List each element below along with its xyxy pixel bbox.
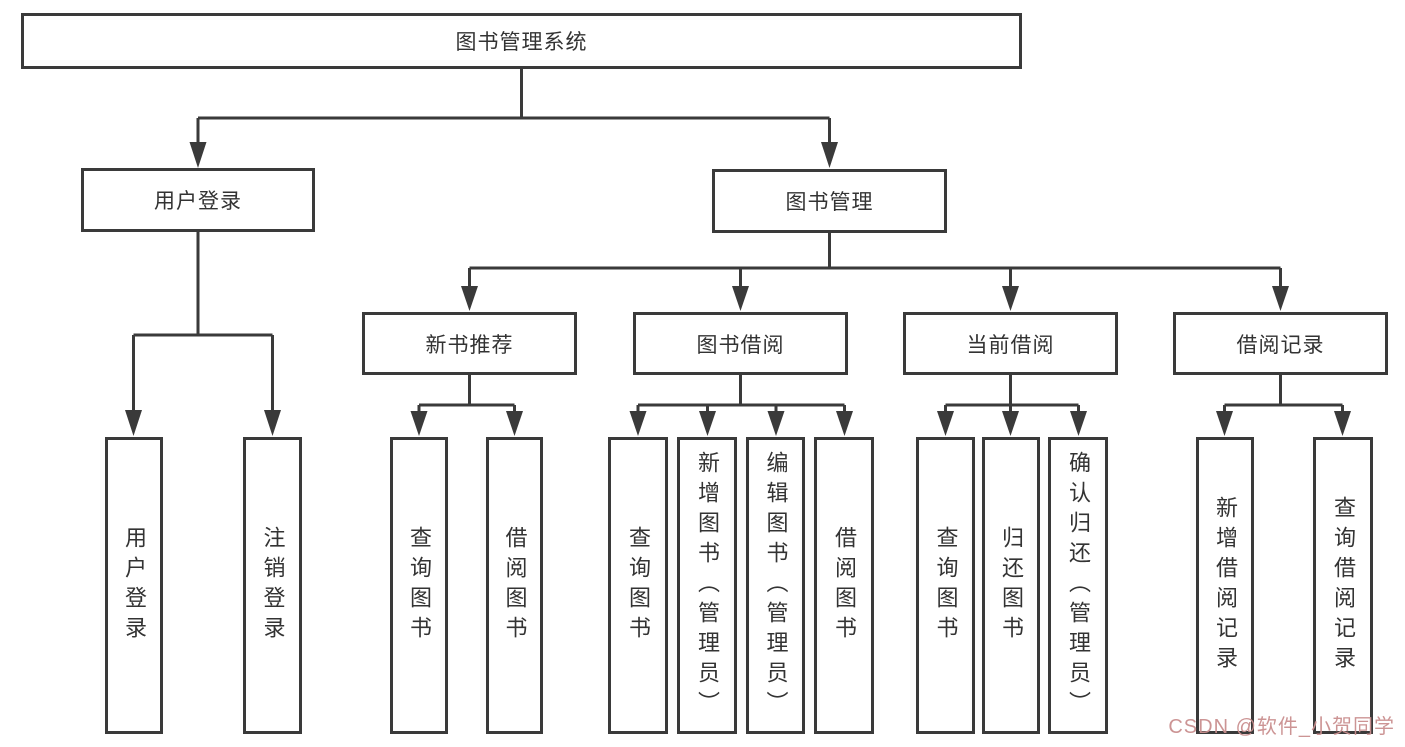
leaf-add-borrow-record: 新增借阅记录 (1196, 437, 1254, 734)
node-user-login: 用户登录 (81, 168, 315, 232)
node-book-borrow: 图书借阅 (633, 312, 848, 375)
leaf-return-book: 归还图书 (982, 437, 1040, 734)
leaf-query-book-3: 查询图书 (916, 437, 975, 734)
node-book-management: 图书管理 (712, 169, 947, 233)
csdn-watermark: CSDN @软件_小贺同学 (1168, 716, 1395, 738)
leaf-query-book-1: 查询图书 (390, 437, 448, 734)
leaf-query-borrow-record: 查询借阅记录 (1313, 437, 1373, 734)
leaf-add-book-admin: 新增图书（管理员） (677, 437, 737, 734)
node-root: 图书管理系统 (21, 13, 1022, 69)
node-current-borrow: 当前借阅 (903, 312, 1118, 375)
node-borrow-record: 借阅记录 (1173, 312, 1388, 375)
leaf-borrow-book-1: 借阅图书 (486, 437, 543, 734)
leaf-query-book-2: 查询图书 (608, 437, 668, 734)
leaf-confirm-return-admin: 确认归还（管理员） (1048, 437, 1108, 734)
arrowheads (125, 142, 1351, 436)
leaf-logout: 注销登录 (243, 437, 302, 734)
leaf-user-login: 用户登录 (105, 437, 163, 734)
leaf-edit-book-admin: 编辑图书（管理员） (746, 437, 805, 734)
node-new-book-recommend: 新书推荐 (362, 312, 577, 375)
leaf-borrow-book-2: 借阅图书 (814, 437, 874, 734)
